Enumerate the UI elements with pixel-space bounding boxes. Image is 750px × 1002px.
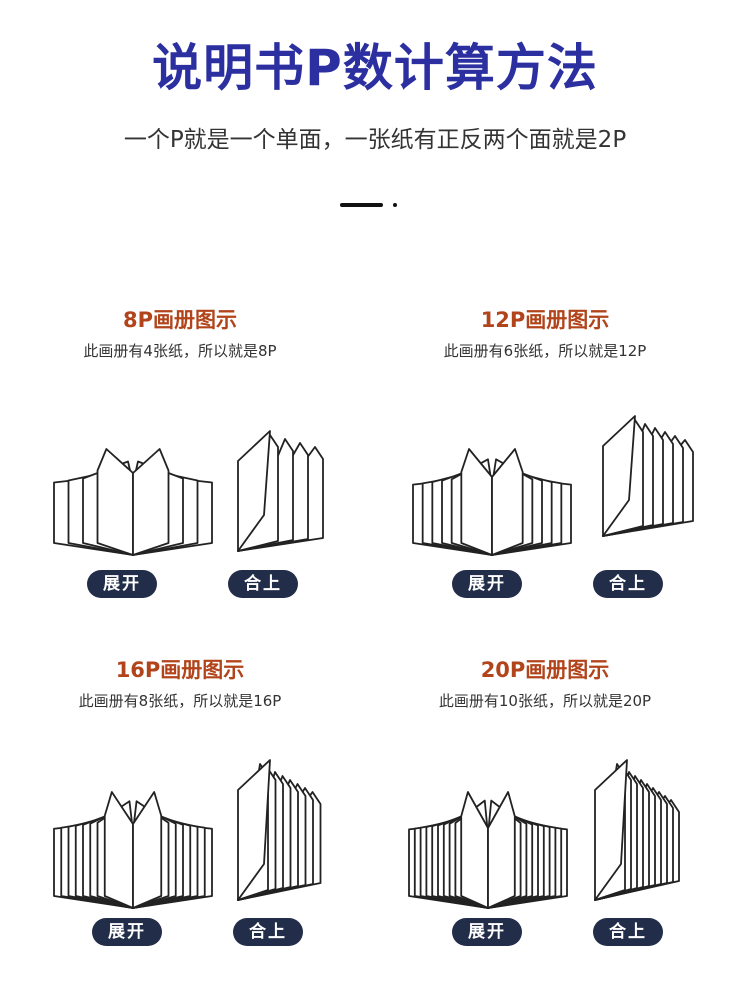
closed-booklet-icon	[602, 415, 694, 537]
section-8p: 8P画册图示 此画册有4张纸，所以就是8P 展开 合上	[30, 306, 330, 598]
cover-outline	[237, 430, 271, 552]
open-label-badge: 展开	[452, 918, 522, 946]
closed-booklet-icon	[237, 759, 322, 901]
page-outline	[132, 448, 170, 556]
page-subtitle: 一个P就是一个单面，一张纸有正反两个面就是2P	[123, 127, 627, 153]
cover-outline	[237, 759, 271, 901]
section-desc: 此画册有6张纸，所以就是12P	[443, 342, 647, 360]
page-outline	[487, 791, 516, 909]
section-title: 12P画册图示	[480, 308, 610, 332]
booklet-illustration	[395, 376, 695, 556]
section-desc: 此画册有10张纸，所以就是20P	[438, 692, 652, 710]
section-desc: 此画册有4张纸，所以就是8P	[83, 342, 277, 360]
closed-label-badge: 合上	[228, 570, 298, 598]
divider-line	[340, 203, 383, 207]
page-outline	[132, 791, 163, 909]
open-booklet-icon	[408, 791, 568, 909]
section-title: 16P画册图示	[115, 658, 245, 682]
closed-label-badge: 合上	[233, 918, 303, 946]
cover-outline	[602, 415, 636, 537]
open-booklet-icon	[412, 448, 572, 556]
divider-dot	[393, 203, 397, 207]
section-desc: 此画册有8张纸，所以就是16P	[78, 692, 282, 710]
closed-label-badge: 合上	[593, 918, 663, 946]
cover-outline	[594, 759, 628, 901]
page-title: 说明书P数计算方法	[152, 39, 598, 97]
open-booklet-icon	[53, 791, 213, 909]
open-label-badge: 展开	[452, 570, 522, 598]
closed-booklet-icon	[237, 430, 324, 552]
open-booklet-icon	[53, 448, 213, 556]
booklet-illustration	[395, 726, 695, 909]
closed-label-badge: 合上	[593, 570, 663, 598]
closed-booklet-icon	[594, 759, 680, 901]
section-12p: 12P画册图示 此画册有6张纸，所以就是12P 展开 合上	[395, 306, 695, 598]
section-title: 8P画册图示	[122, 308, 237, 332]
section-16p: 16P画册图示 此画册有8张纸，所以就是16P 展开 合上	[30, 656, 330, 946]
section-20p: 20P画册图示 此画册有10张纸，所以就是20P 展开 合上	[395, 656, 695, 946]
booklet-illustration	[30, 726, 330, 909]
section-title: 20P画册图示	[480, 658, 610, 682]
open-label-badge: 展开	[92, 918, 162, 946]
page-outline	[491, 448, 524, 556]
open-label-badge: 展开	[87, 570, 157, 598]
booklet-illustration	[30, 376, 330, 556]
